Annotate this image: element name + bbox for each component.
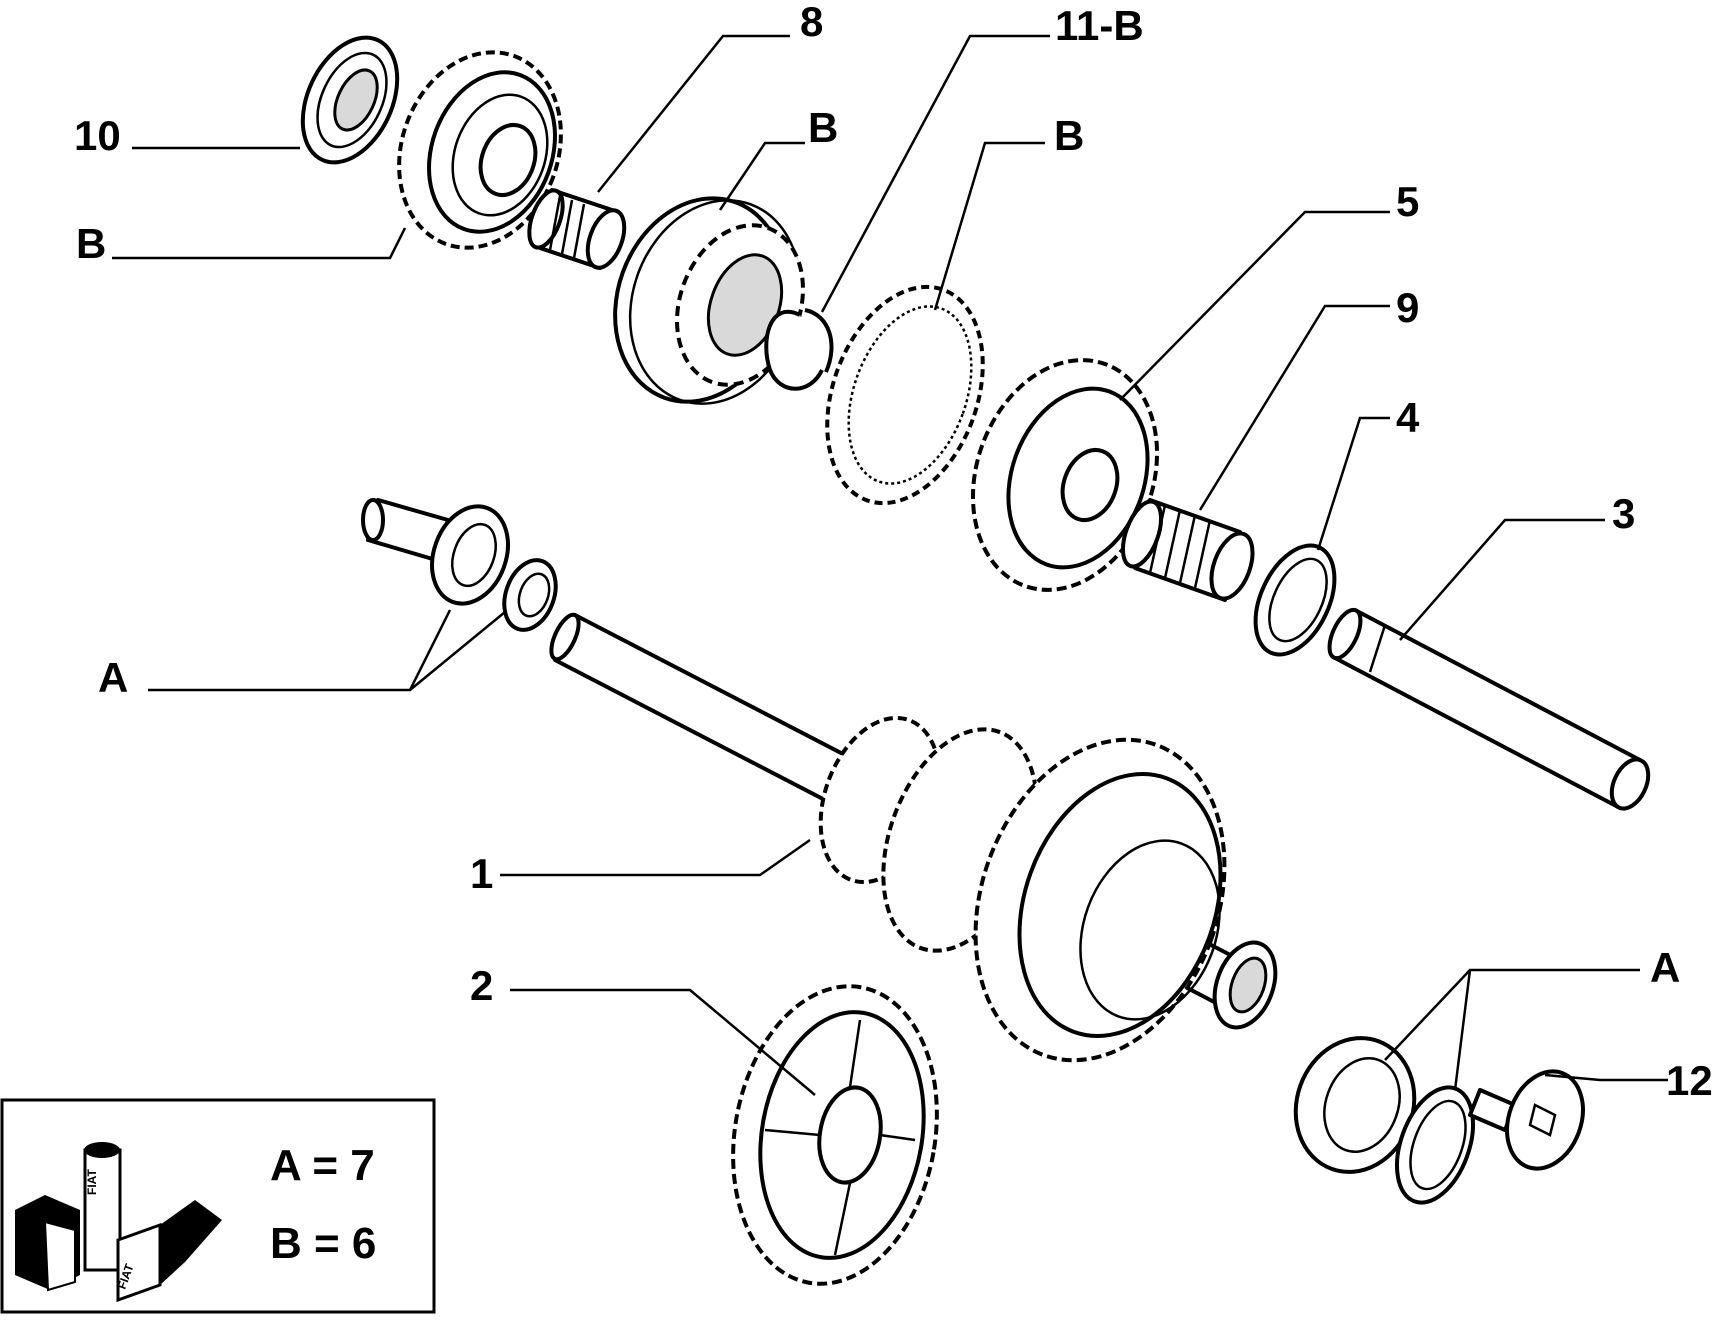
callout-labels: 10 B 8 11-B B B 5 9 4 3 A 1 2 A 12: [74, 0, 1713, 1104]
callout-b-top2: B: [1054, 112, 1084, 159]
logo-text-can: FIAT: [85, 1169, 99, 1195]
callout-a-right: A: [1650, 944, 1680, 991]
callout-12: 12: [1666, 1057, 1713, 1104]
callout-b-top1: B: [808, 104, 838, 151]
leader-lines: [112, 34, 1668, 1096]
synchro-ring-b: [825, 284, 985, 506]
part-10-seal: [300, 35, 400, 165]
callout-a-left: A: [98, 654, 128, 701]
callout-10: 10: [74, 112, 121, 159]
callout-3: 3: [1612, 490, 1635, 537]
part-a-left-bushing: [361, 498, 558, 632]
part-5-gear: [970, 358, 1160, 592]
callout-5: 5: [1396, 178, 1419, 225]
legend-box: FIAT FIAT A = 7 B = 6: [0, 1098, 436, 1314]
callout-11b: 11-B: [1055, 2, 1144, 49]
legend-line-a: A = 7: [270, 1141, 375, 1190]
part-1-main-shaft: [549, 612, 1278, 1063]
callout-2: 2: [470, 962, 493, 1009]
gear-b-top-left: [397, 50, 563, 250]
callout-4: 4: [1396, 394, 1420, 441]
part-8-needle-bearing: [527, 188, 627, 270]
part-9-needle-bearing: [1120, 498, 1255, 602]
part-11b-circlip: [764, 308, 834, 391]
part-3-shaft: [1327, 607, 1651, 811]
callout-9: 9: [1396, 284, 1419, 331]
lubricant-can-icon: FIAT FIAT: [15, 1142, 222, 1303]
part-a-right-bearing: [1293, 1036, 1475, 1205]
callout-b-left: B: [76, 220, 106, 267]
part-12-bolt: [1468, 1069, 1585, 1171]
legend-line-b: B = 6: [270, 1219, 376, 1268]
callout-1: 1: [470, 850, 493, 897]
part-2-gear: [731, 984, 939, 1286]
callout-8: 8: [800, 0, 823, 45]
